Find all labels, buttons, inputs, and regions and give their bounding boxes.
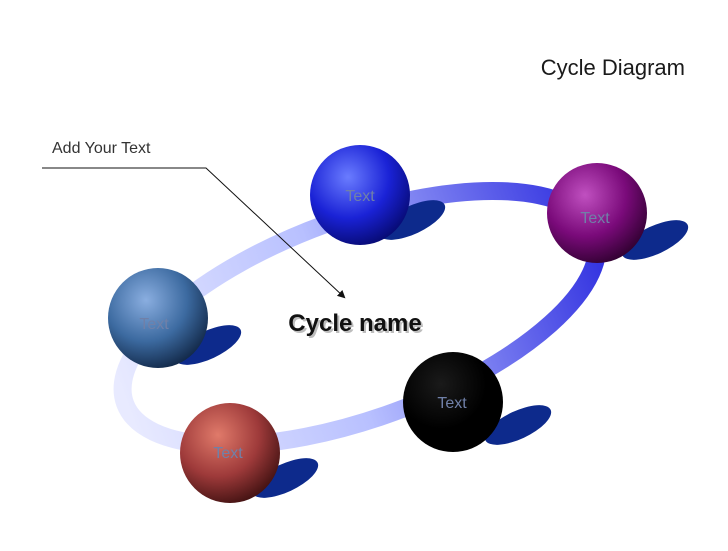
node-sphere-3 <box>403 352 503 452</box>
node-shadow <box>251 458 319 498</box>
node-sphere-1 <box>310 145 410 245</box>
slide-title: Cycle Diagram <box>540 55 685 80</box>
callout-line <box>42 167 346 299</box>
callout-text: Add Your Text <box>52 140 151 157</box>
node-label-5: Text <box>139 316 169 333</box>
node-shadow <box>484 405 552 445</box>
node-label-2: Text <box>580 210 610 227</box>
node-label-4: Text <box>213 445 243 462</box>
cycle-name-label: Cycle name <box>288 310 422 337</box>
node-label-3: Text <box>437 395 467 412</box>
node-sphere-5 <box>108 268 208 368</box>
node-shadow <box>621 220 689 260</box>
node-label-1: Text <box>345 188 375 205</box>
node-sphere-2 <box>547 163 647 263</box>
node-sphere-4 <box>180 403 280 503</box>
